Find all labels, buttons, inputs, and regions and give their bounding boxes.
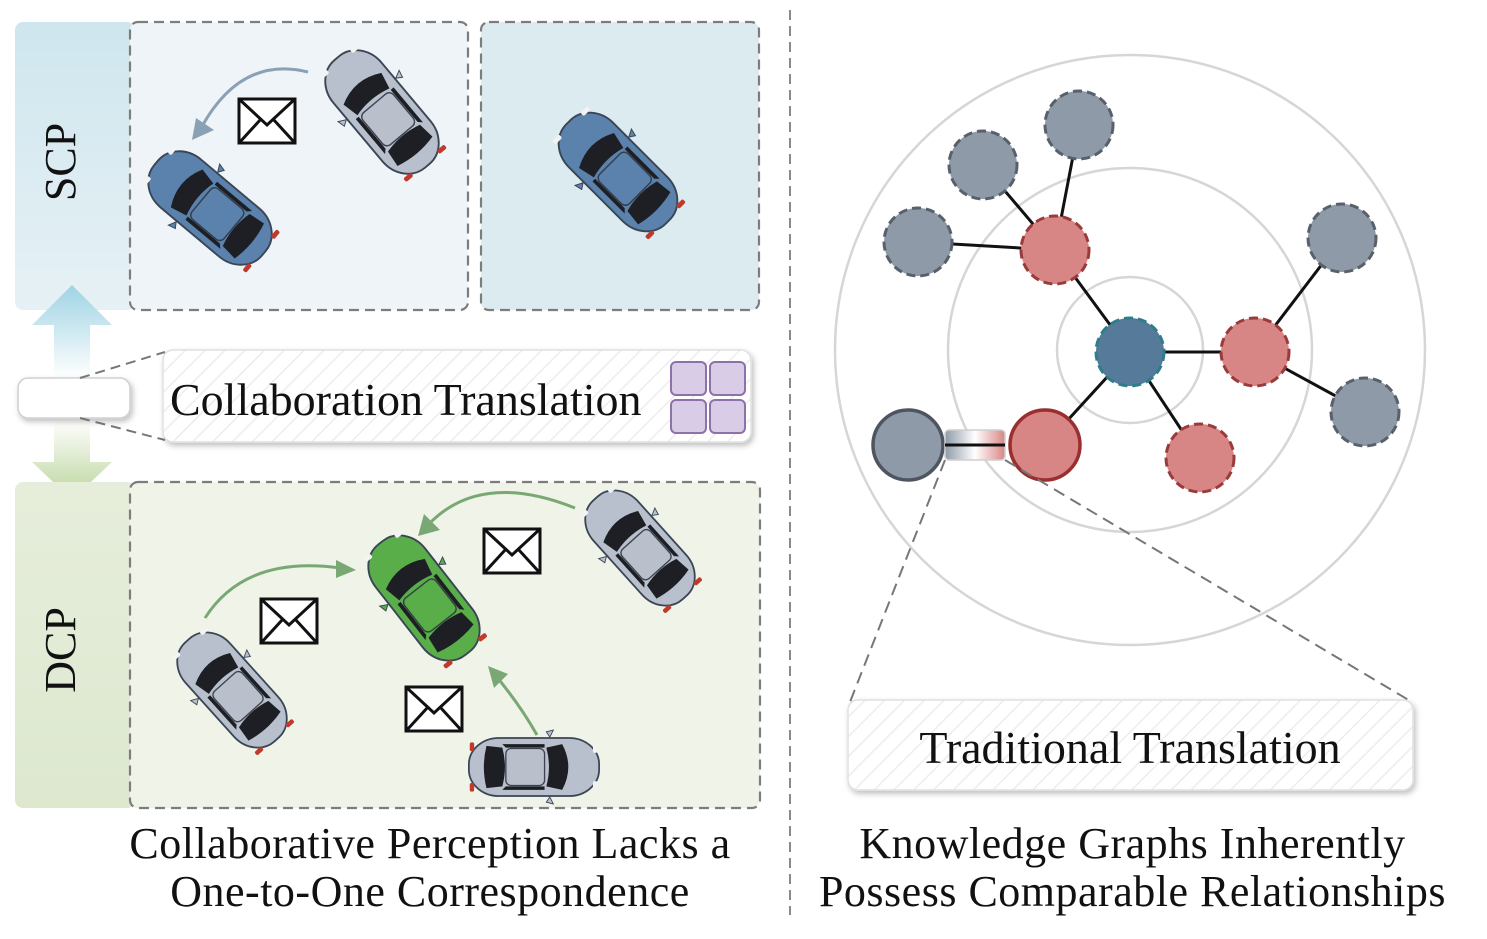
center-node xyxy=(1094,316,1166,388)
envelope-icon xyxy=(482,527,542,575)
zoom-line-bottom xyxy=(79,417,166,441)
scp-side-strip xyxy=(15,22,135,310)
graph-node xyxy=(947,129,1019,201)
graph-node xyxy=(1043,89,1115,161)
ring-inner xyxy=(1055,275,1205,425)
translation-pill xyxy=(17,377,131,419)
left-caption-line1: Collaborative Perception Lacks a xyxy=(129,819,731,868)
graph-node xyxy=(1306,202,1378,274)
dcp-label: DCP xyxy=(36,607,85,693)
zoom-line-top xyxy=(79,351,166,379)
traditional-translation-box: Traditional Translation xyxy=(847,699,1414,791)
right-caption-line2: Possess Comparable Relationships xyxy=(818,867,1447,916)
dcp-arrowhead-1 xyxy=(418,514,440,536)
dcp-arrow-2 xyxy=(203,564,341,619)
envelope-icon xyxy=(237,97,297,145)
dcp-side-strip xyxy=(15,482,135,808)
dcp-arrowhead-3 xyxy=(488,666,508,688)
scp-label: SCP xyxy=(36,123,85,201)
graph-node xyxy=(1329,376,1401,448)
dcp-arrow-1 xyxy=(426,491,576,527)
envelope-icon xyxy=(404,685,464,733)
intermediate-nodes xyxy=(1019,214,1291,494)
scp-transfer-arrow xyxy=(198,67,309,131)
dcp-region: DCP xyxy=(15,472,762,810)
down-arrow-icon xyxy=(32,420,112,500)
ring-middle xyxy=(946,166,1314,534)
knowledge-graph xyxy=(833,53,1427,647)
scp-arrowhead xyxy=(192,118,214,140)
ring-outer xyxy=(833,53,1427,647)
right-caption: Knowledge Graphs Inherently Possess Comp… xyxy=(795,820,1470,916)
graph-node xyxy=(1019,214,1091,286)
left-caption-line2: One-to-One Correspondence xyxy=(170,867,690,916)
envelope-icon xyxy=(259,597,319,645)
grid-icon xyxy=(670,361,746,434)
collaboration-translation-box: Collaboration Translation xyxy=(162,349,752,443)
trad-zoom-line-left xyxy=(849,459,946,703)
peripheral-nodes xyxy=(882,89,1401,448)
graph-node xyxy=(1219,316,1291,388)
graph-node xyxy=(882,206,954,278)
grey-car-icon xyxy=(468,729,600,805)
dcp-arrowhead-2 xyxy=(336,560,356,578)
graph-node xyxy=(1164,422,1236,494)
trad-zoom-line-right xyxy=(1004,459,1413,703)
source-node xyxy=(871,408,945,482)
traditional-translation-label: Traditional Translation xyxy=(919,722,1340,773)
right-caption-line1: Knowledge Graphs Inherently xyxy=(859,819,1406,868)
scp-region: SCP xyxy=(15,20,761,312)
left-caption: Collaborative Perception Lacks a One-to-… xyxy=(20,820,840,916)
collaboration-translation-label: Collaboration Translation xyxy=(170,374,642,425)
up-arrow-icon xyxy=(32,285,112,378)
target-node xyxy=(1008,408,1082,482)
